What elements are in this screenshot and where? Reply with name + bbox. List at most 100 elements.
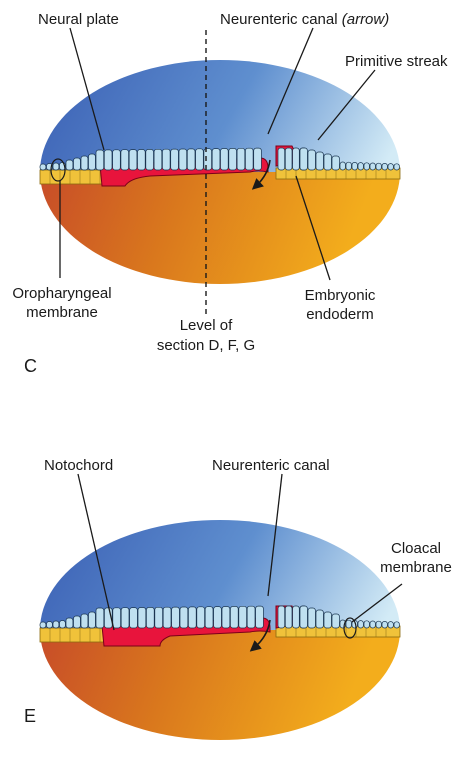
amniotic-cavity-c bbox=[40, 60, 400, 172]
ectoderm-cell bbox=[179, 606, 189, 629]
label-neurenteric-canal-c: Neurenteric canal (arrow) bbox=[220, 11, 389, 28]
ectoderm-cell bbox=[331, 155, 340, 171]
ectoderm-cell bbox=[146, 607, 155, 629]
ectoderm-cell bbox=[277, 147, 286, 171]
ectoderm-cell bbox=[162, 606, 172, 629]
ectoderm-cell bbox=[95, 607, 105, 629]
ectoderm-cell bbox=[236, 147, 246, 171]
ectoderm-cell bbox=[129, 607, 138, 629]
ectoderm-cell bbox=[154, 606, 163, 629]
ectoderm-cell bbox=[196, 606, 205, 629]
ectoderm-cell bbox=[375, 162, 382, 171]
ectoderm-cell bbox=[88, 153, 96, 171]
ectoderm-cell bbox=[228, 148, 237, 171]
ectoderm-cell bbox=[387, 621, 394, 629]
ectoderm-cell bbox=[381, 621, 388, 629]
ectoderm-cell bbox=[195, 148, 204, 171]
label-endoderm-1: Embryonic bbox=[305, 287, 376, 304]
ectoderm-cell bbox=[369, 162, 376, 171]
ectoderm-cell bbox=[299, 147, 308, 171]
label-cloacal-2: membrane bbox=[380, 559, 452, 576]
cloacal-membrane-marker-e bbox=[343, 617, 357, 639]
oropharyngeal-membrane-marker-c bbox=[50, 158, 66, 182]
ectoderm-cell bbox=[284, 605, 293, 629]
ectoderm-cell bbox=[221, 606, 231, 629]
label-cloacal-1: Cloacal bbox=[391, 540, 441, 557]
panel-letter-e: E bbox=[24, 706, 36, 726]
label-level-1: Level of bbox=[180, 317, 233, 334]
ectoderm-cell bbox=[39, 163, 47, 171]
ectoderm-cell bbox=[80, 155, 89, 171]
embryo-disc-e bbox=[39, 520, 401, 740]
endoderm-cells-c bbox=[49, 168, 387, 184]
ectoderm-cell bbox=[46, 621, 53, 629]
ectoderm-cell bbox=[299, 605, 308, 629]
ectoderm-cell bbox=[73, 157, 81, 171]
label-neurenteric-canal-e: Neurenteric canal bbox=[212, 457, 330, 474]
yolk-sac-e bbox=[40, 630, 400, 740]
ectoderm-cell bbox=[178, 148, 188, 171]
ectoderm-c bbox=[39, 147, 400, 171]
ectoderm-cell bbox=[120, 607, 130, 629]
ectoderm-cell bbox=[230, 606, 239, 629]
ectoderm-cell bbox=[153, 148, 163, 171]
ectoderm-cell bbox=[211, 148, 221, 171]
ectoderm-cell bbox=[204, 606, 214, 629]
embryo-disc-c bbox=[39, 60, 401, 284]
ectoderm-cell bbox=[246, 605, 256, 629]
ectoderm-cell bbox=[375, 620, 382, 629]
ectoderm-cell bbox=[137, 149, 146, 171]
ectoderm-cell bbox=[393, 621, 400, 629]
label-level-2: section D, F, G bbox=[157, 337, 255, 354]
ectoderm-cell bbox=[381, 163, 388, 171]
ectoderm-cell bbox=[112, 607, 121, 629]
ectoderm-cell bbox=[323, 153, 332, 171]
ectoderm-cell bbox=[88, 611, 96, 629]
panel-letter-c: C bbox=[24, 356, 37, 376]
ectoderm-cell bbox=[203, 148, 212, 171]
ectoderm-cell bbox=[292, 147, 300, 171]
ectoderm-cell bbox=[387, 163, 394, 171]
label-notochord: Notochord bbox=[44, 457, 113, 474]
endoderm-left-e bbox=[39, 627, 105, 643]
neurenteric-arrow-e bbox=[249, 619, 271, 652]
ectoderm-cell bbox=[339, 161, 346, 171]
ectoderm-cell bbox=[323, 611, 332, 629]
ectoderm-cell bbox=[315, 609, 324, 629]
ectoderm-cell bbox=[253, 147, 262, 171]
ectoderm-cell bbox=[188, 606, 197, 629]
ectoderm-cell bbox=[39, 621, 47, 629]
ectoderm-cell bbox=[65, 159, 74, 171]
ectoderm-cell bbox=[331, 613, 340, 629]
ectoderm-cell bbox=[393, 163, 400, 171]
ectoderm-cell bbox=[137, 607, 147, 629]
ectoderm-cell bbox=[363, 620, 370, 629]
ectoderm-cell bbox=[112, 149, 121, 171]
ectoderm-cell bbox=[292, 605, 300, 629]
ectoderm-cell bbox=[128, 149, 138, 171]
ectoderm-cell bbox=[357, 620, 364, 629]
ectoderm-cell bbox=[315, 151, 324, 171]
ectoderm-cell bbox=[357, 162, 364, 171]
ectoderm-cell bbox=[307, 607, 316, 629]
ectoderm-cell bbox=[345, 619, 352, 629]
ectoderm-cell bbox=[213, 606, 222, 629]
panel-e: Notochord Neurenteric canal Cloacal memb… bbox=[24, 457, 452, 740]
ectoderm-e bbox=[39, 605, 400, 629]
ectoderm-cell bbox=[170, 148, 179, 171]
label-endoderm-2: endoderm bbox=[306, 306, 374, 323]
yolk-sac-c bbox=[40, 172, 400, 284]
panel-c: Neural plate Neurenteric canal (arrow) P… bbox=[12, 11, 448, 376]
ectoderm-cell bbox=[52, 620, 60, 629]
ectoderm-cell bbox=[171, 606, 180, 629]
ectoderm-cell bbox=[80, 613, 89, 629]
ectoderm-cell bbox=[284, 147, 293, 171]
amniotic-cavity-e bbox=[40, 520, 400, 630]
ectoderm-cell bbox=[277, 605, 286, 629]
ectoderm-cell bbox=[65, 617, 74, 629]
ectoderm-cell bbox=[345, 161, 352, 171]
ectoderm-cell bbox=[73, 615, 81, 629]
neurenteric-arrow-c bbox=[251, 159, 271, 190]
ectoderm-cell bbox=[369, 620, 376, 629]
